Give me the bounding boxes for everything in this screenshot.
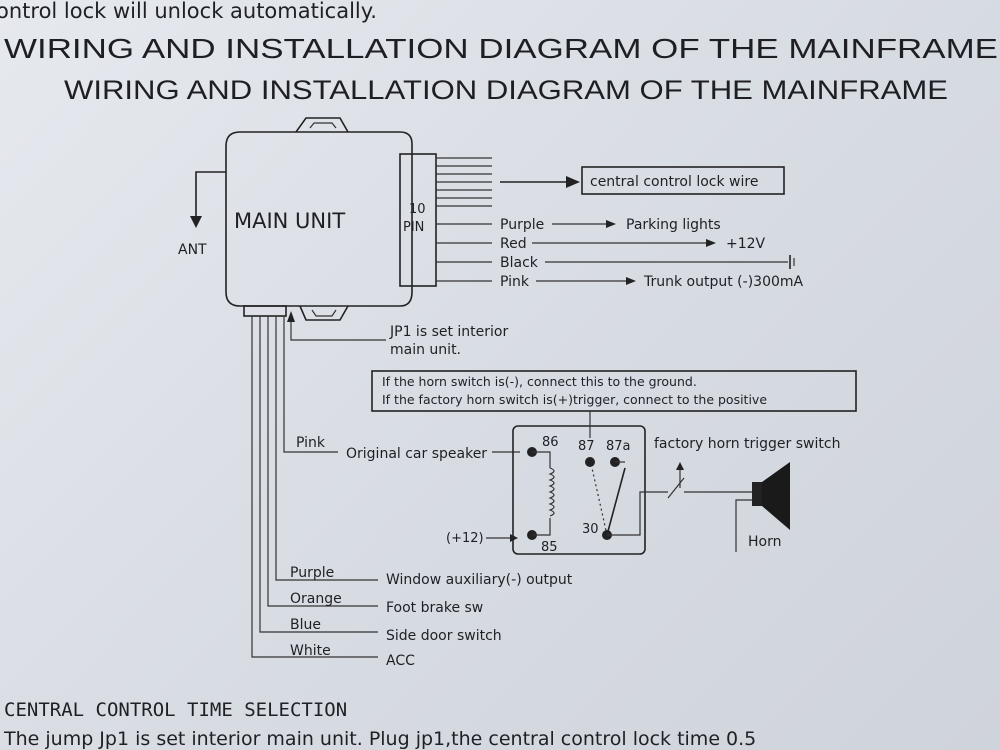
pin-label-pin: PIN	[403, 220, 424, 235]
jp1-arrow-icon	[287, 311, 295, 322]
plus12-label: (+12)	[446, 531, 484, 546]
bottom-wire-orange-name: Orange	[290, 591, 342, 607]
acc-label: ACC	[386, 653, 415, 669]
relay: 86 87 87a 30 85	[512, 411, 646, 555]
jp1-line2: main unit.	[390, 342, 461, 358]
jp1-line1: JP1 is set interior	[389, 324, 508, 340]
page-title: WIRING AND INSTALLATION DIAGRAM OF THE M…	[64, 75, 948, 105]
central-lock-box	[581, 166, 785, 195]
title-bleed: WIRING AND INSTALLATION DIAGRAM OF THE M…	[4, 33, 998, 64]
section-title: CENTRAL CONTROL TIME SELECTION	[4, 699, 347, 721]
right-wire-red-name: Red	[500, 236, 527, 252]
bottom-wire-purple-name: Purple	[290, 565, 334, 581]
arrow-icon	[706, 239, 716, 247]
trigger-switch-icon	[667, 477, 685, 499]
central-lock-label: central control lock wire	[590, 174, 758, 190]
footer-body: The jump Jp1 is set interior main unit. …	[3, 728, 756, 750]
horn-icon	[752, 462, 790, 530]
foot-brake-label: Foot brake sw	[386, 600, 483, 616]
right-wire-black: Black	[436, 255, 795, 271]
top-partial-text: ontrol lock will unlock automatically.	[0, 0, 377, 23]
trunk-output-label: Trunk output (-)300mA	[643, 274, 804, 290]
main-unit-label: MAIN UNIT	[234, 209, 345, 233]
right-wire-pink: Pink Trunk output (-)300mA	[436, 274, 804, 290]
right-wire-red: Red +12V	[436, 236, 766, 252]
pin-label-10: 10	[409, 202, 426, 217]
pin-85: 85	[541, 540, 558, 555]
ant-label: ANT	[178, 242, 207, 258]
right-wire-purple-name: Purple	[500, 217, 544, 233]
horn-note-line1: If the horn switch is(-), connect this t…	[382, 374, 697, 389]
pin-30: 30	[582, 522, 599, 537]
parking-lights-label: Parking lights	[626, 217, 721, 233]
original-car-speaker-label: Original car speaker	[346, 446, 487, 462]
coil-icon	[548, 467, 555, 517]
side-door-label: Side door switch	[386, 628, 502, 644]
right-wire-purple: Purple Parking lights	[436, 217, 721, 233]
horn-label: Horn	[748, 534, 781, 550]
arrow-icon	[606, 220, 616, 228]
arrow-icon	[626, 277, 636, 285]
window-auxiliary-label: Window auxiliary(-) output	[386, 572, 573, 588]
right-wire-pink-name: Pink	[500, 274, 530, 290]
pin-87: 87	[578, 439, 595, 454]
main-unit: MAIN UNIT 10 PIN	[225, 117, 437, 321]
trigger-switch-label: factory horn trigger switch	[654, 436, 840, 452]
pin-87a: 87a	[606, 439, 631, 454]
plus12v-label: +12V	[726, 236, 766, 252]
central-lock-arrow-icon	[566, 176, 580, 188]
bottom-wire-blue-name: Blue	[290, 617, 321, 633]
bottom-wire-white-name: White	[290, 643, 331, 659]
right-wire-black-name: Black	[500, 255, 539, 271]
pin-86: 86	[542, 435, 559, 450]
horn-note-line2: If the factory horn switch is(+)trigger,…	[382, 392, 767, 407]
ant-arrow-icon	[190, 216, 202, 228]
bottom-wire-pink-name: Pink	[296, 435, 326, 451]
plus12-arrow-icon	[510, 534, 518, 542]
horn-note-box	[371, 370, 857, 412]
